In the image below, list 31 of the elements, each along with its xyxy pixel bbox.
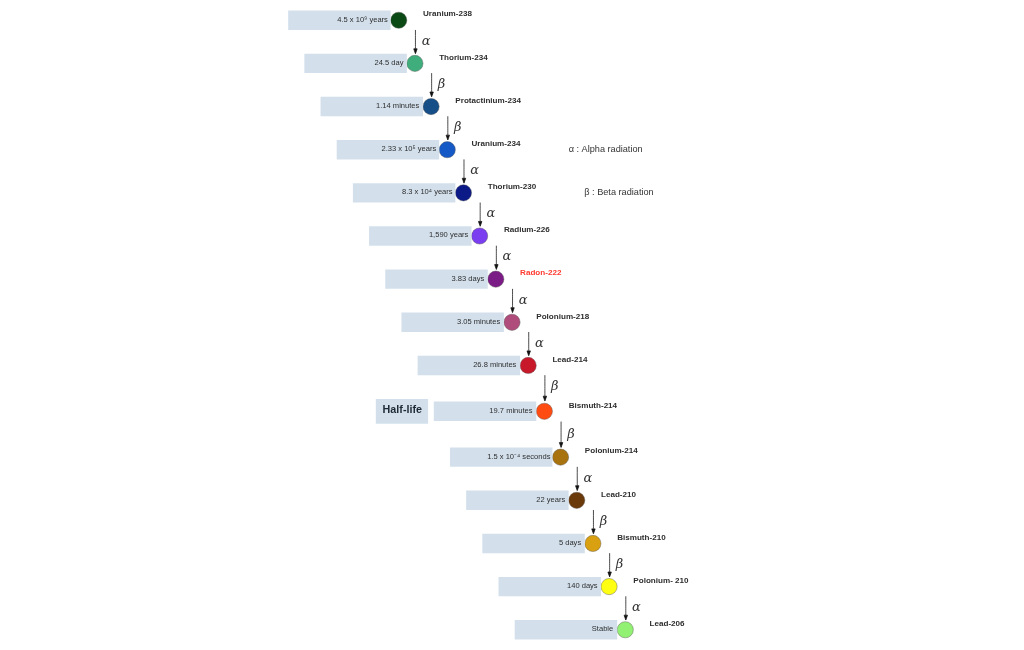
arrow [478, 202, 483, 227]
edge-label: α [421, 32, 431, 48]
edge-label: α [534, 334, 544, 350]
arrow [607, 552, 612, 578]
arrow [494, 245, 499, 270]
arrow [623, 595, 628, 621]
arrow [461, 159, 467, 184]
arrow [575, 466, 580, 491]
arrow [510, 288, 515, 313]
edge-label: α [632, 598, 641, 614]
edge-label: β [567, 426, 575, 442]
edge-label: β [599, 512, 608, 528]
edge-label: α [486, 205, 496, 221]
arrow [559, 421, 564, 448]
edge-label: α [583, 469, 593, 485]
arrow [591, 509, 596, 535]
edge-label: α [518, 291, 528, 307]
arrow [429, 72, 434, 98]
edge-label: β [615, 555, 624, 571]
label: Half-life [382, 403, 423, 416]
edge-label: α [502, 248, 512, 264]
arrow [413, 29, 418, 55]
edge-label: β [454, 118, 462, 134]
edge-label: β [437, 75, 446, 91]
edge-label: β [551, 377, 559, 393]
arrow [526, 331, 531, 357]
legend-label: β : Beta radiation [584, 187, 654, 198]
legend-label: α : Alpha radiation [568, 144, 643, 155]
edge-label: α [470, 162, 479, 178]
arrow [445, 115, 450, 141]
arrow [542, 374, 547, 402]
